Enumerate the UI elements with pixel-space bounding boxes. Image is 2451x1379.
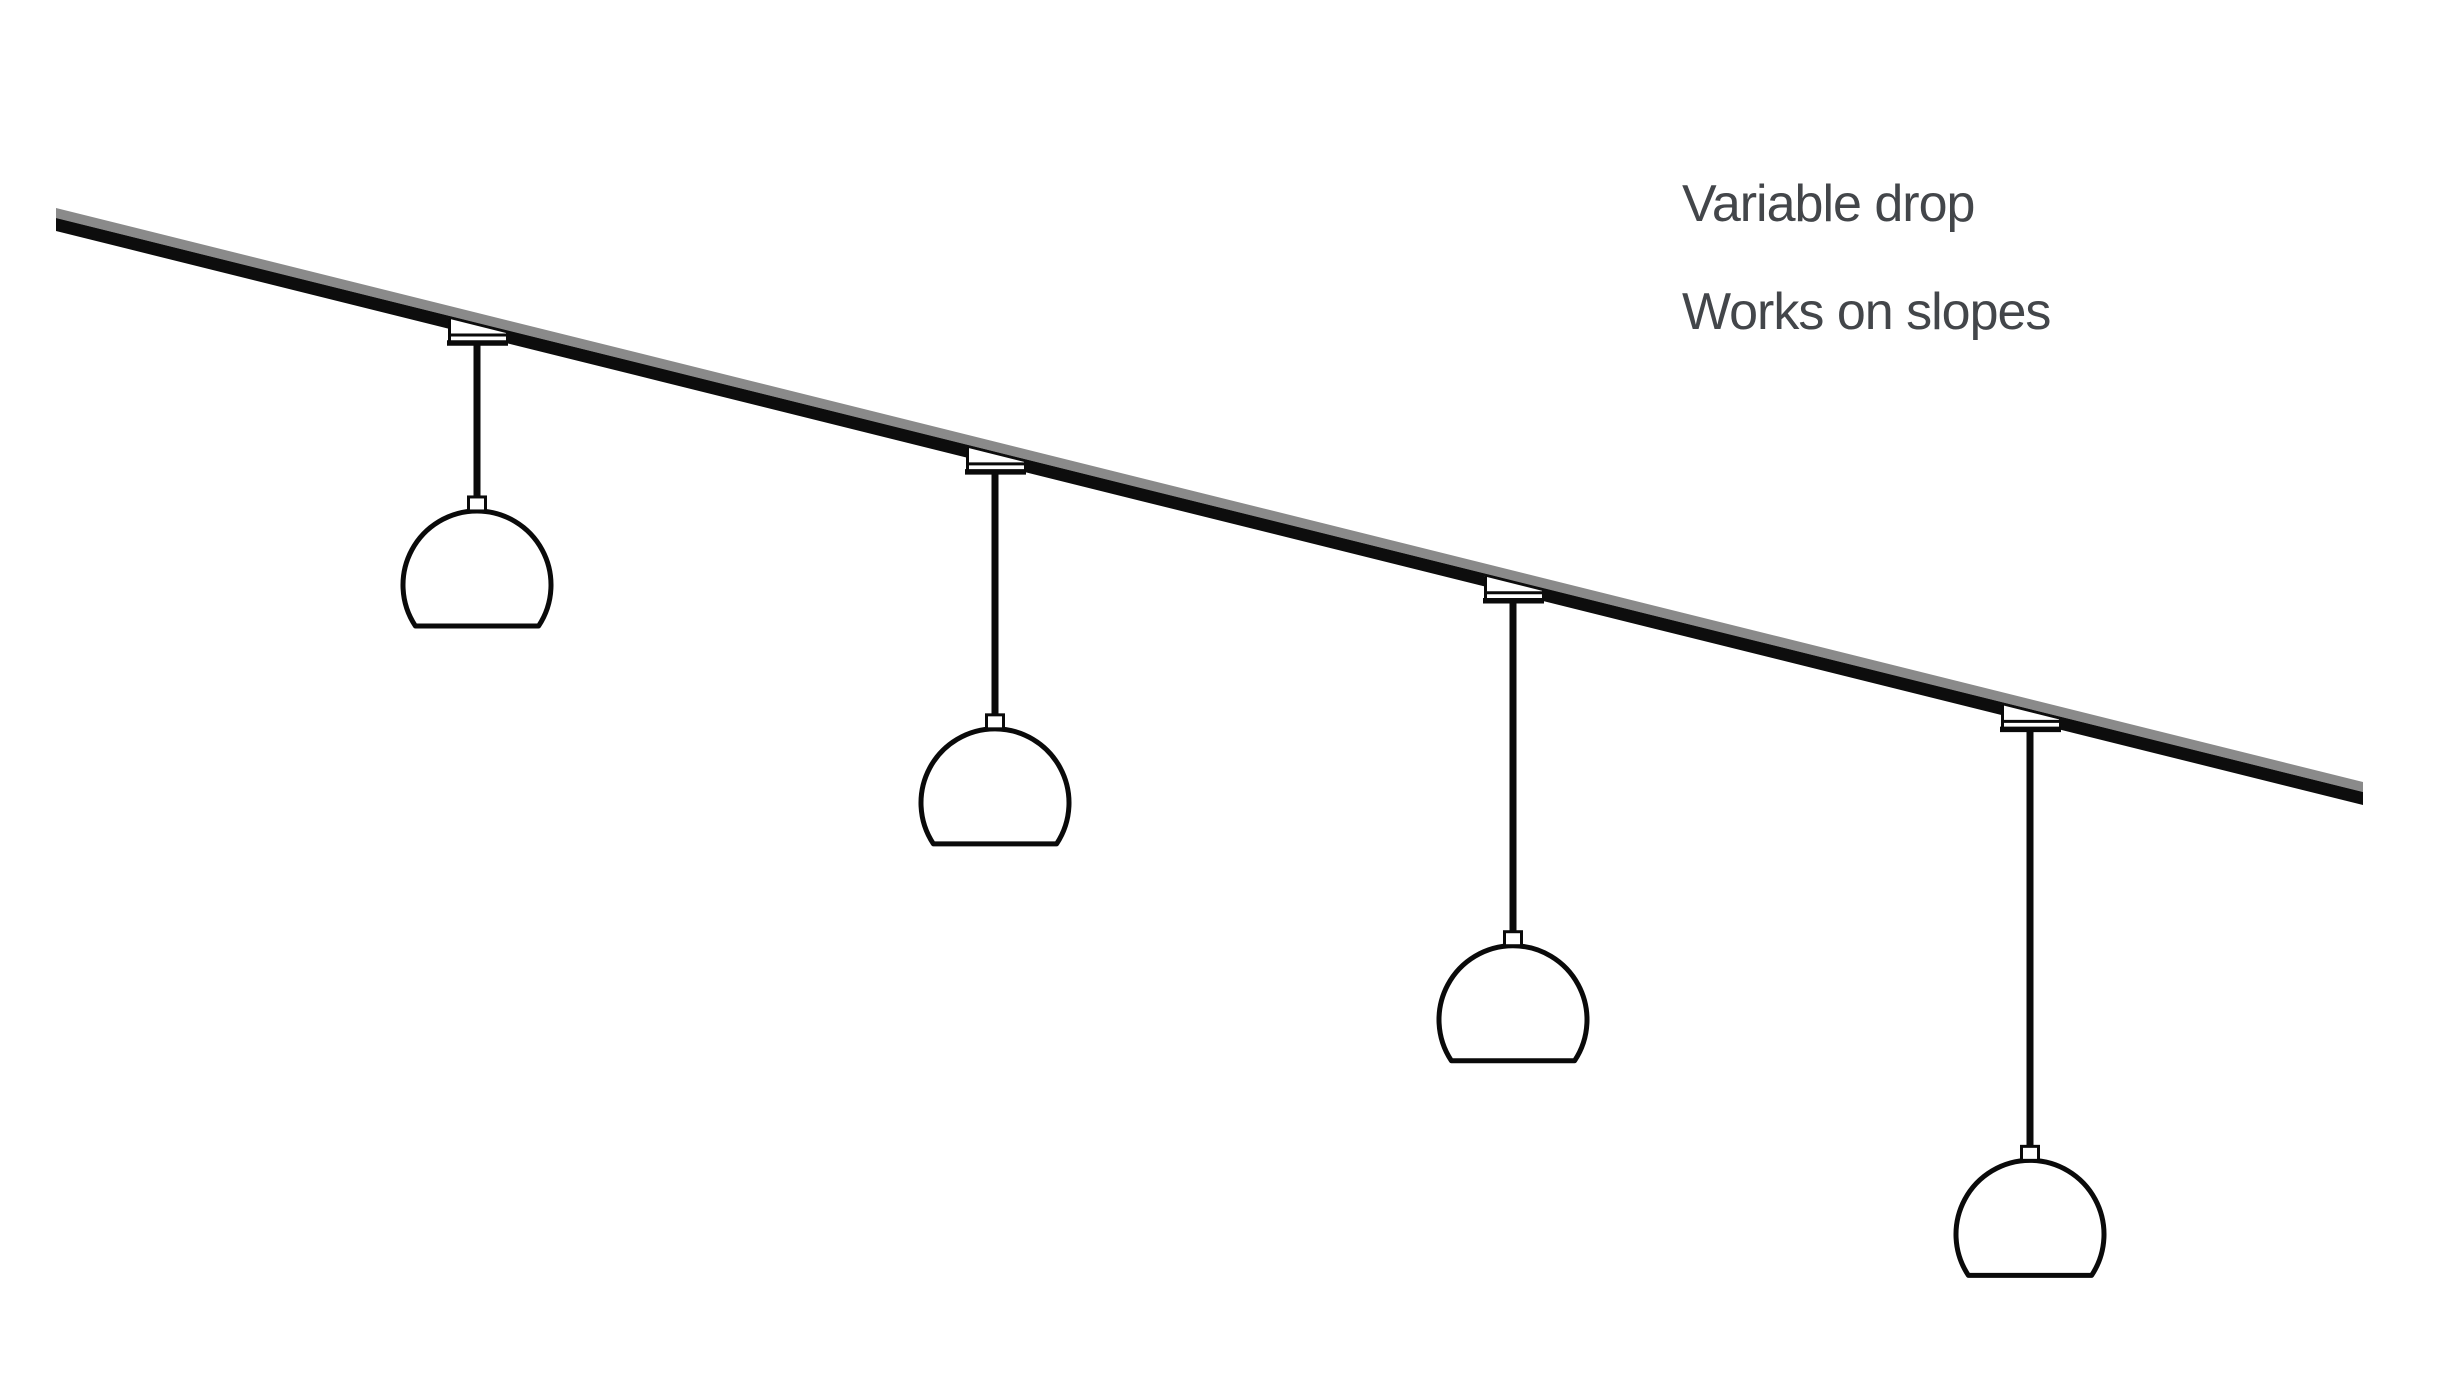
bracket-body [448, 318, 506, 343]
label-variable-drop: Variable drop [1682, 175, 1975, 233]
label-works-on-slopes: Works on slopes [1682, 283, 2051, 341]
dome-shade [1436, 943, 1590, 1064]
bracket-body [2001, 704, 2059, 730]
pendant-3 [1436, 576, 1590, 1064]
shade-connector [467, 495, 487, 513]
pendant-2 [918, 447, 1072, 847]
dome-shade [400, 508, 554, 629]
dome-shade [1953, 1157, 2107, 1278]
pendant-4 [1953, 704, 2107, 1278]
dome-shade [918, 726, 1072, 847]
bracket-body [966, 447, 1024, 472]
bracket-body [1484, 576, 1542, 601]
shade-connector [1503, 930, 1523, 948]
shade-connector [985, 713, 1005, 731]
shade-connector [2020, 1144, 2040, 1162]
track-top-band [56, 208, 2363, 792]
track-bottom-band [56, 218, 2363, 805]
pendant-1 [400, 318, 554, 629]
